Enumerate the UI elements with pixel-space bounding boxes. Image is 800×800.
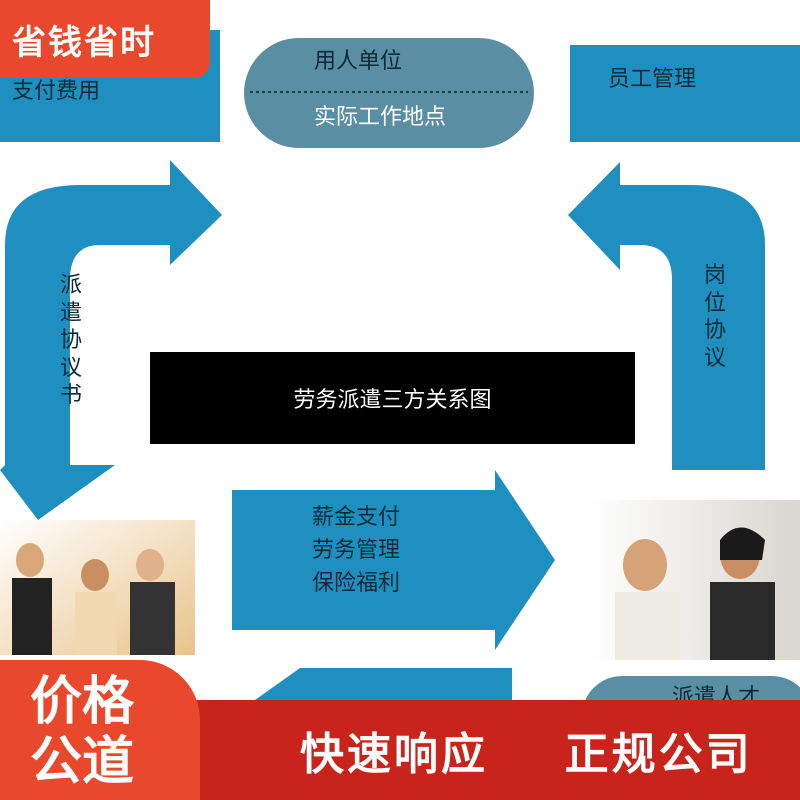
bottom-left-line-1: 价格	[30, 672, 135, 732]
middle-arrow-item-3: 保险福利	[312, 571, 401, 596]
left-curved-arrow	[0, 160, 222, 520]
middle-arrow-item-2: 劳务管理	[312, 538, 401, 563]
bottom-left-badge	[0, 660, 200, 800]
left-arrow-label: 派遣协议书	[59, 273, 82, 408]
top-left-box-label: 支付费用	[12, 79, 101, 104]
photo-image	[590, 500, 800, 660]
top-right-box-label: 员工管理	[608, 67, 697, 92]
top-right-box	[570, 45, 800, 142]
slogan-legit-company: 正规公司	[564, 729, 753, 780]
middle-arrow	[232, 470, 555, 650]
right-curved-arrow	[568, 162, 765, 470]
bottom-slogan: 快速响应 正规公司	[300, 718, 753, 782]
diagram-title: 劳务派遣三方关系图	[150, 352, 635, 444]
photo-image	[0, 520, 195, 655]
right-arrow-label: 岗位协议	[703, 263, 726, 371]
middle-arrow-item-1: 薪金支付	[312, 505, 401, 530]
business-people-photo	[590, 500, 800, 660]
top-badge: 省钱省时	[0, 0, 210, 78]
pill-upper-label: 用人单位	[314, 49, 403, 74]
pill-lower-label: 实际工作地点	[314, 105, 447, 130]
slogan-fast-response: 快速响应	[300, 729, 488, 780]
bottom-left-line-2: 公道	[30, 732, 135, 792]
office-meeting-photo	[0, 520, 195, 655]
